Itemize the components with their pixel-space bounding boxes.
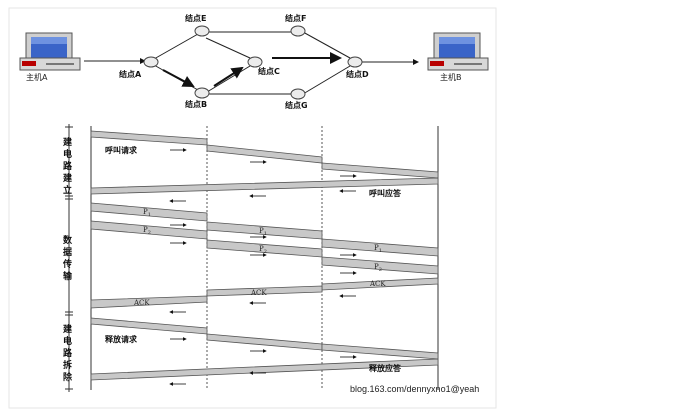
- node-c-label: 结点C: [258, 66, 280, 76]
- svg-text:建: 建: [63, 323, 73, 335]
- svg-text:拆: 拆: [63, 359, 72, 371]
- node-e-circle: [194, 25, 210, 37]
- direction-arrows: [169, 148, 357, 386]
- packet-p2-hop3: [321, 256, 439, 275]
- p1-label-3: P1: [374, 244, 382, 254]
- timing-diagram: 建 电 路 建 立 数 据 传 输 建 电 路 拆 除 呼叫请求 呼叫应答: [62, 124, 439, 392]
- call-response-label: 呼叫应答: [369, 188, 402, 198]
- packet-p2-hop1: [90, 220, 208, 240]
- figure-border: [8, 7, 497, 409]
- node-d-label: 结点D: [346, 69, 369, 79]
- svg-text:输: 输: [63, 270, 73, 282]
- host-a-computer-icon: [19, 32, 81, 71]
- svg-text:据: 据: [63, 246, 72, 258]
- svg-text:传: 传: [62, 258, 72, 270]
- node-g-circle: [290, 88, 306, 100]
- ack-label-1: ACK: [133, 299, 150, 307]
- node-e-label: 结点E: [185, 13, 206, 23]
- svg-text:电: 电: [63, 335, 72, 347]
- node-f-label: 结点F: [285, 13, 306, 23]
- node-d-circle: [347, 56, 363, 68]
- active-circuit-path: [162, 52, 342, 87]
- node-circles: [143, 25, 363, 100]
- phase-label-release: 建 电 路 拆 除: [63, 323, 73, 383]
- host-a-label: 主机A: [26, 72, 48, 82]
- release-response-signal: [90, 358, 439, 381]
- p2-label-3: P2: [374, 263, 382, 273]
- node-c-circle: [247, 56, 263, 68]
- svg-text:数: 数: [63, 234, 73, 246]
- node-f-circle: [290, 25, 306, 37]
- host-b-label: 主机B: [440, 72, 462, 82]
- svg-text:立: 立: [63, 184, 72, 196]
- p2-label-2: P2: [259, 245, 267, 255]
- svg-text:电: 电: [63, 148, 72, 160]
- p1-label-2: P1: [259, 227, 267, 237]
- node-a-label: 结点A: [119, 69, 142, 79]
- phase-label-transfer: 数 据 传 输: [62, 234, 73, 282]
- svg-text:路: 路: [63, 160, 73, 172]
- release-request-signal: [90, 317, 439, 360]
- network-topology: 主机A 主机B: [19, 13, 489, 110]
- svg-text:路: 路: [63, 347, 73, 359]
- ack-label-3: ACK: [369, 280, 386, 288]
- svg-text:建: 建: [63, 136, 73, 148]
- node-b-label: 结点B: [185, 99, 207, 109]
- release-request-label: 释放请求: [105, 334, 138, 344]
- data-packets: [90, 202, 439, 309]
- ack-label-2: ACK: [250, 289, 267, 297]
- packet-p1-hop1: [90, 202, 208, 222]
- node-g-label: 结点G: [285, 100, 308, 110]
- svg-text:除: 除: [63, 371, 73, 383]
- phase-tick-marks: [65, 126, 73, 390]
- p1-label-1: P1: [143, 208, 151, 218]
- host-b-computer-icon: [427, 32, 489, 71]
- svg-text:建: 建: [63, 172, 73, 184]
- ack-hop1: [90, 295, 208, 309]
- phase-label-setup: 建 电 路 建 立: [63, 136, 73, 196]
- call-request-signal: [90, 130, 439, 179]
- p2-label-1: P2: [143, 226, 151, 236]
- node-a-circle: [143, 56, 159, 68]
- call-response-signal: [90, 177, 439, 195]
- watermark-text: blog.163.com/dennyxno1@yeah: [350, 384, 479, 394]
- call-request-label: 呼叫请求: [105, 145, 138, 155]
- node-b-circle: [194, 87, 210, 99]
- packet-p1-hop3: [321, 238, 439, 257]
- release-response-label: 释放应答: [369, 363, 402, 373]
